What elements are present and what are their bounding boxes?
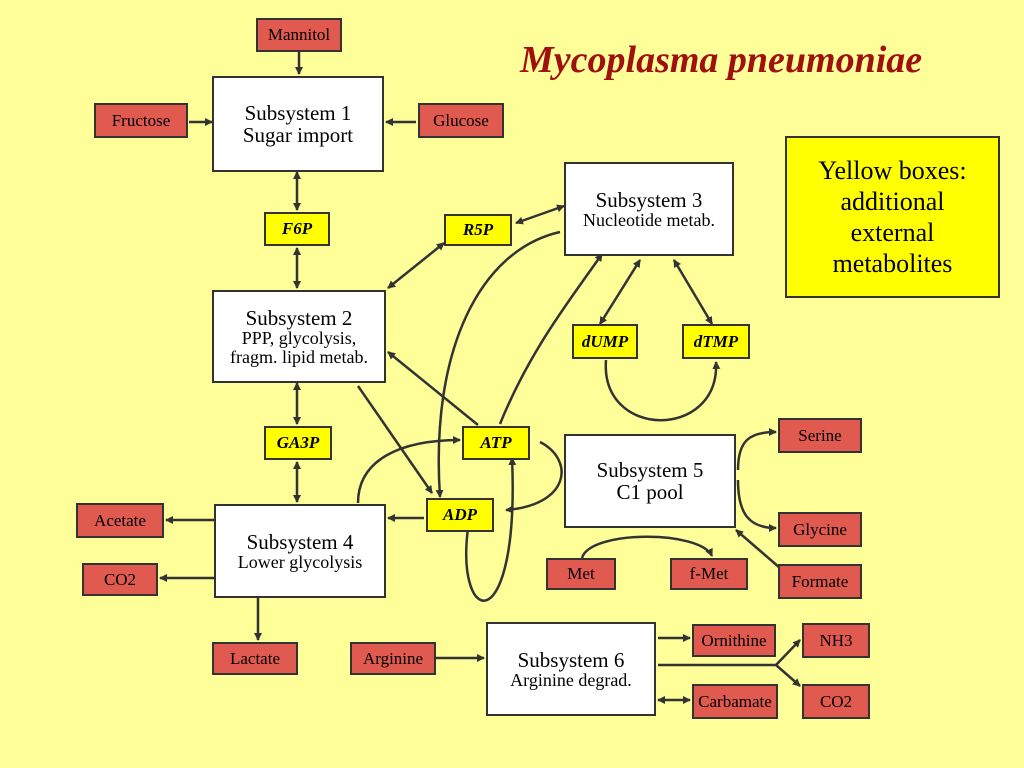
arrow-s5-glycine [736, 479, 777, 532]
arrow-s5-adp [505, 440, 563, 514]
arrow-r5p-s3 [515, 204, 565, 225]
arrow-s3-dump [598, 259, 642, 325]
arrow-s6-atp [465, 457, 517, 602]
arrow-s6-nh3 [775, 639, 801, 666]
metabolite-formate: Formate [778, 564, 862, 599]
metabolite-glycine: Glycine [778, 512, 862, 547]
metabolite-atp: ATP [462, 426, 530, 460]
metabolite-met: Met [546, 558, 616, 590]
metabolite-f6p: F6P [264, 212, 330, 246]
metabolite-lactate: Lactate [212, 642, 298, 675]
arrow-s2-r5p [387, 242, 445, 289]
arrow-formate-s5 [735, 529, 781, 569]
arrow-atp-s2 [387, 351, 479, 426]
page-title: Mycoplasma pneumoniae [520, 39, 923, 81]
metabolite-co2-left: CO2 [82, 563, 158, 596]
metabolite-fructose: Fructose [94, 103, 188, 138]
metabolite-mannitol: Mannitol [256, 18, 342, 52]
legend-note: Yellow boxes: additional external metabo… [785, 136, 1000, 298]
metabolite-arginine: Arginine [350, 642, 436, 675]
metabolite-dump: dUMP [572, 324, 638, 359]
subsystem-1: Subsystem 1 Sugar import [212, 76, 384, 172]
subsystem-4: Subsystem 4 Lower glycolysis [214, 504, 386, 598]
arrow-dump-dtmp [604, 359, 721, 422]
metabolite-adp: ADP [426, 498, 494, 532]
arrow-s2-adp [356, 385, 434, 494]
metabolite-ga3p: GA3P [264, 426, 332, 460]
metabolite-serine: Serine [778, 418, 862, 453]
arrow-atp-s3 [498, 253, 604, 425]
metabolite-carbamate: Carbamate [692, 684, 778, 719]
arrow-s4-atp [356, 436, 461, 504]
subsystem-3: Subsystem 3 Nucleotide metab. [564, 162, 734, 256]
metabolite-fmet: f-Met [670, 558, 748, 590]
metabolite-acetate: Acetate [76, 503, 164, 538]
arrow-s3-dtmp [672, 259, 714, 325]
metabolite-glucose: Glucose [418, 103, 504, 138]
arrow-s5-serine [736, 428, 777, 471]
subsystem-2: Subsystem 2 PPP, glycolysis, fragm. lipi… [212, 290, 386, 383]
subsystem-5: Subsystem 5 C1 pool [564, 434, 736, 528]
metabolite-nh3: NH3 [802, 623, 870, 658]
metabolite-r5p: R5P [444, 214, 512, 246]
metabolite-ornithine: Ornithine [692, 624, 776, 657]
metabolite-dtmp: dTMP [682, 324, 750, 359]
arrow-s3-adp [435, 230, 561, 498]
metabolite-co2-right: CO2 [802, 684, 870, 719]
subsystem-6: Subsystem 6 Arginine degrad. [486, 622, 656, 716]
arrow-s6-co2 [775, 664, 801, 687]
arrow-met-fmet [580, 535, 714, 559]
